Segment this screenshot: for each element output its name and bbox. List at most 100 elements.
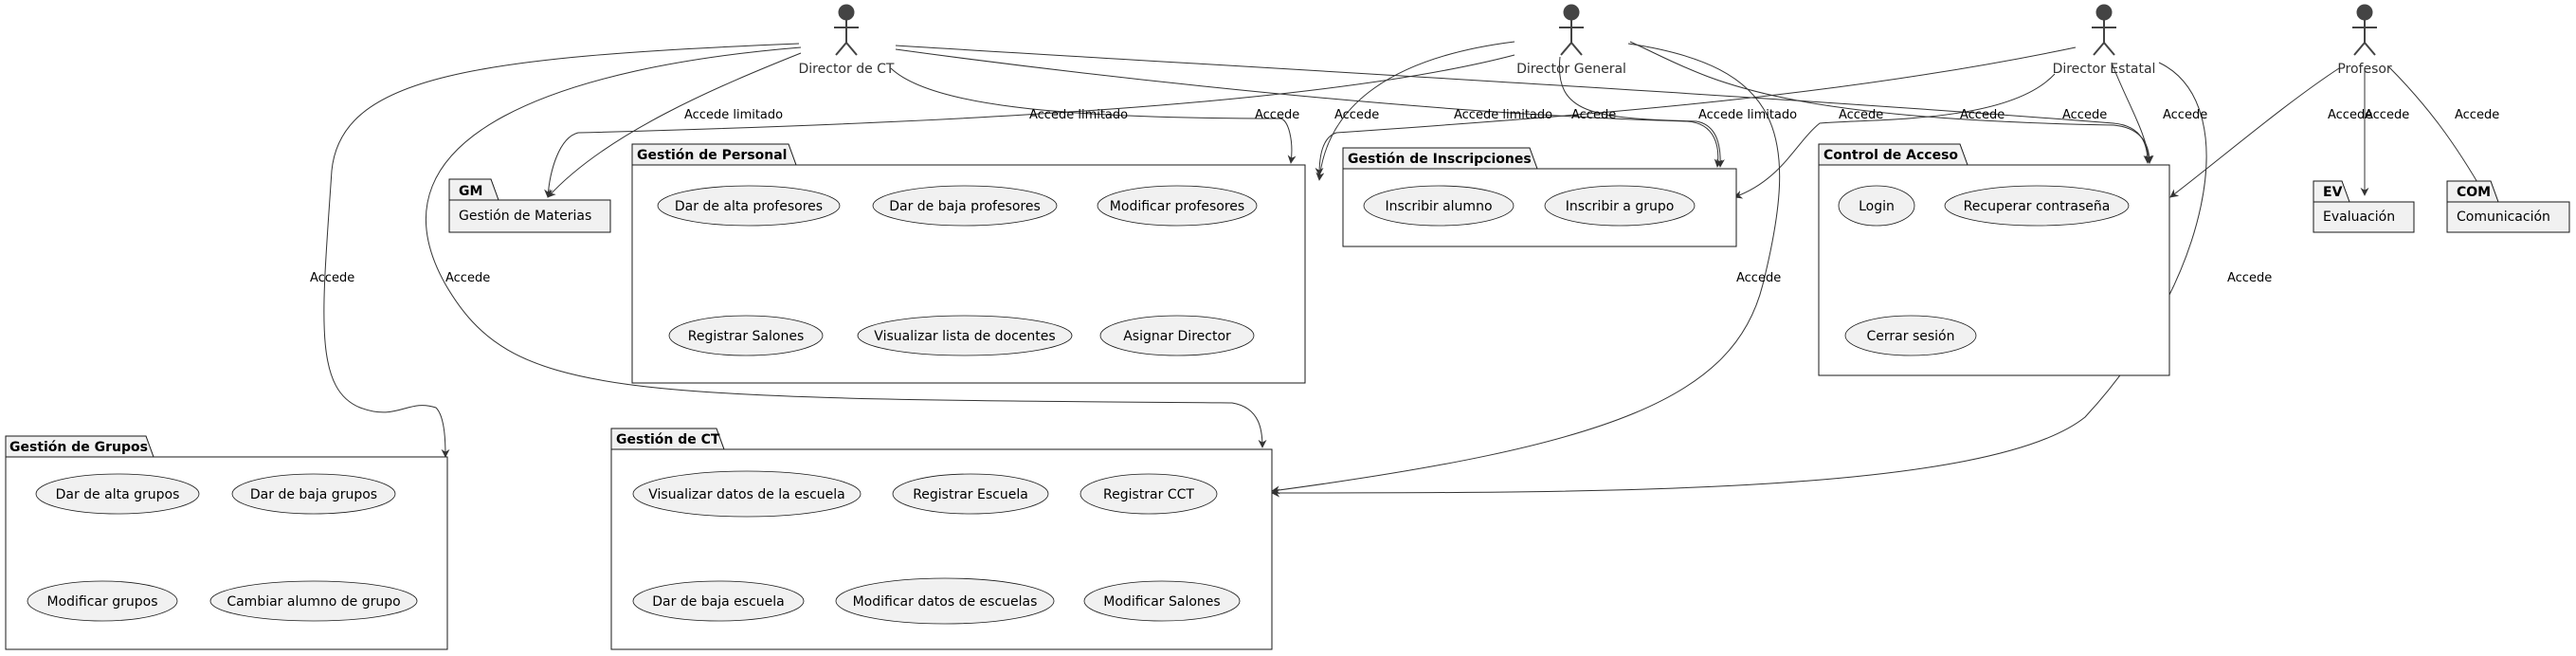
package-title: GM (459, 184, 482, 199)
svg-text:Dar de baja grupos: Dar de baja grupos (250, 487, 377, 502)
edge-label: Accede (2227, 271, 2272, 285)
svg-text:Modificar grupos: Modificar grupos (47, 594, 158, 610)
use-case[interactable]: Registrar Escuela (892, 473, 1049, 515)
svg-text:Registrar Escuela: Registrar Escuela (913, 487, 1028, 502)
package-gestion-ct[interactable]: Gestión de CT Visualizar datos de la esc… (610, 428, 1273, 650)
use-case[interactable]: Dar de baja grupos (231, 473, 396, 515)
edge-prof-com (2387, 65, 2486, 196)
actor-label: Profesor (2337, 62, 2392, 77)
svg-text:Inscribir alumno: Inscribir alumno (1385, 199, 1492, 214)
use-case[interactable]: Recuperar contraseña (1944, 185, 2130, 227)
edge-label: Accede (1334, 108, 1379, 122)
package-title: Gestión de Personal (637, 148, 787, 163)
package-gestion-grupos[interactable]: Gestión de Grupos Dar de alta grupos Dar… (5, 435, 448, 650)
edge-label: Accede (1736, 271, 1781, 285)
actor-director-estatal[interactable]: Director Estatal (2053, 4, 2156, 77)
edge-direst-personal (1315, 46, 2077, 176)
package-subtitle: Comunicación (2457, 210, 2550, 225)
edge-label: Accede (2062, 108, 2107, 122)
edge-label: Accede (1839, 108, 1883, 122)
edge-label: Accede limitado (1698, 108, 1797, 122)
package-title: Gestión de Grupos (9, 440, 148, 455)
use-case[interactable]: Dar de baja profesores (872, 185, 1058, 227)
edge-label: Accede limitado (1454, 108, 1552, 122)
svg-text:Inscribir a grupo: Inscribir a grupo (1566, 199, 1675, 214)
svg-text:Modificar profesores: Modificar profesores (1110, 199, 1244, 214)
use-case[interactable]: Registrar Salones (668, 315, 824, 356)
package-title: EV (2323, 185, 2343, 200)
edge-dirgen-inscripciones (1558, 56, 1725, 168)
actor-label: Director General (1516, 62, 1626, 77)
edge-label: Accede (2365, 108, 2409, 122)
edge-dirgen-acceso (1629, 41, 2154, 164)
package-title: Control de Acceso (1823, 148, 1958, 163)
use-case[interactable]: Login (1838, 185, 1915, 227)
svg-text:Dar de baja profesores: Dar de baja profesores (889, 199, 1041, 214)
use-case[interactable]: Inscribir a grupo (1544, 185, 1696, 227)
package-control-acceso[interactable]: Control de Acceso Login Recuperar contra… (1818, 143, 2170, 376)
actor-profesor[interactable]: Profesor (2337, 4, 2392, 77)
edge-dirct-acceso (895, 45, 2152, 164)
edge-dirgen-ct (1271, 43, 1781, 495)
use-case[interactable]: Cerrar sesión (1844, 315, 1977, 356)
package-subtitle: Gestión de Materias (459, 209, 591, 224)
package-com[interactable]: COM Comunicación (2446, 180, 2570, 233)
use-case[interactable]: Dar de baja escuela (632, 580, 805, 622)
package-title: Gestión de CT (616, 432, 720, 447)
package-gestion-personal[interactable]: Gestión de Personal Dar de alta profesor… (631, 143, 1306, 384)
edge-dirgen-gm (544, 54, 1515, 198)
use-case[interactable]: Cambiar alumno de grupo (209, 580, 418, 622)
edge-dirct-inscripciones (895, 48, 1723, 168)
svg-text:Login: Login (1859, 199, 1895, 214)
use-case[interactable]: Modificar grupos (27, 580, 178, 622)
actor-director-ct[interactable]: Director de CT (799, 4, 895, 77)
package-title: COM (2457, 185, 2491, 200)
edge-label: Accede limitado (1029, 108, 1128, 122)
use-case[interactable]: Registrar CCT (1079, 473, 1218, 515)
edge-dirct-ct (425, 46, 1267, 448)
edge-dirct-personal (890, 67, 1297, 164)
package-ev[interactable]: EV Evaluación (2313, 180, 2415, 233)
edge-label: Accede limitado (684, 108, 783, 122)
package-title: Gestión de Inscripciones (1348, 152, 1532, 167)
use-case[interactable]: Dar de alta profesores (657, 185, 841, 227)
package-subtitle: Evaluación (2323, 210, 2395, 225)
use-case[interactable]: Inscribir alumno (1363, 185, 1515, 227)
actor-director-general[interactable]: Director General (1516, 4, 1626, 77)
svg-text:Asignar Director: Asignar Director (1123, 329, 1231, 344)
use-case[interactable]: Dar de alta grupos (35, 473, 200, 515)
svg-text:Modificar Salones: Modificar Salones (1103, 594, 1220, 610)
edge-prof-acceso (2169, 67, 2340, 198)
edge-label: Accede (1255, 108, 1299, 122)
use-case[interactable]: Asignar Director (1099, 315, 1255, 356)
edge-label: Accede (2455, 108, 2499, 122)
edge-label: Accede (2163, 108, 2207, 122)
edge-labels: Accede limitado Accede limitado Accede A… (310, 108, 2499, 285)
svg-text:Registrar Salones: Registrar Salones (688, 329, 805, 344)
svg-text:Registrar CCT: Registrar CCT (1103, 487, 1194, 502)
edge-label: Accede (445, 271, 490, 285)
use-case[interactable]: Modificar Salones (1083, 580, 1241, 622)
svg-text:Cambiar alumno de grupo: Cambiar alumno de grupo (227, 594, 400, 610)
edge-direst-ct (1271, 62, 2207, 498)
edge-label: Accede (1571, 108, 1616, 122)
svg-text:Dar de baja escuela: Dar de baja escuela (652, 594, 784, 610)
edge-label: Accede (1960, 108, 2005, 122)
use-case[interactable]: Modificar datos de escuelas (835, 577, 1055, 625)
use-case[interactable]: Visualizar lista de docentes (857, 315, 1073, 356)
edge-direst-acceso (2111, 62, 2153, 164)
use-case[interactable]: Modificar profesores (1097, 185, 1258, 227)
edge-dirct-grupos (323, 43, 800, 458)
edge-dirct-gm (547, 52, 802, 198)
svg-text:Modificar datos de escuelas: Modificar datos de escuelas (853, 594, 1038, 610)
svg-text:Visualizar datos de la escuela: Visualizar datos de la escuela (648, 487, 845, 502)
actor-label: Director Estatal (2053, 62, 2156, 77)
package-gm[interactable]: GM Gestión de Materias (448, 178, 611, 233)
edges (323, 41, 2486, 498)
use-case[interactable]: Visualizar datos de la escuela (632, 470, 862, 518)
edge-direst-inscripciones (1733, 73, 2056, 199)
svg-text:Recuperar contraseña: Recuperar contraseña (1964, 199, 2111, 214)
edge-dirgen-personal (1315, 41, 1515, 181)
package-gestion-inscripciones[interactable]: Gestión de Inscripciones Inscribir alumn… (1342, 147, 1737, 247)
